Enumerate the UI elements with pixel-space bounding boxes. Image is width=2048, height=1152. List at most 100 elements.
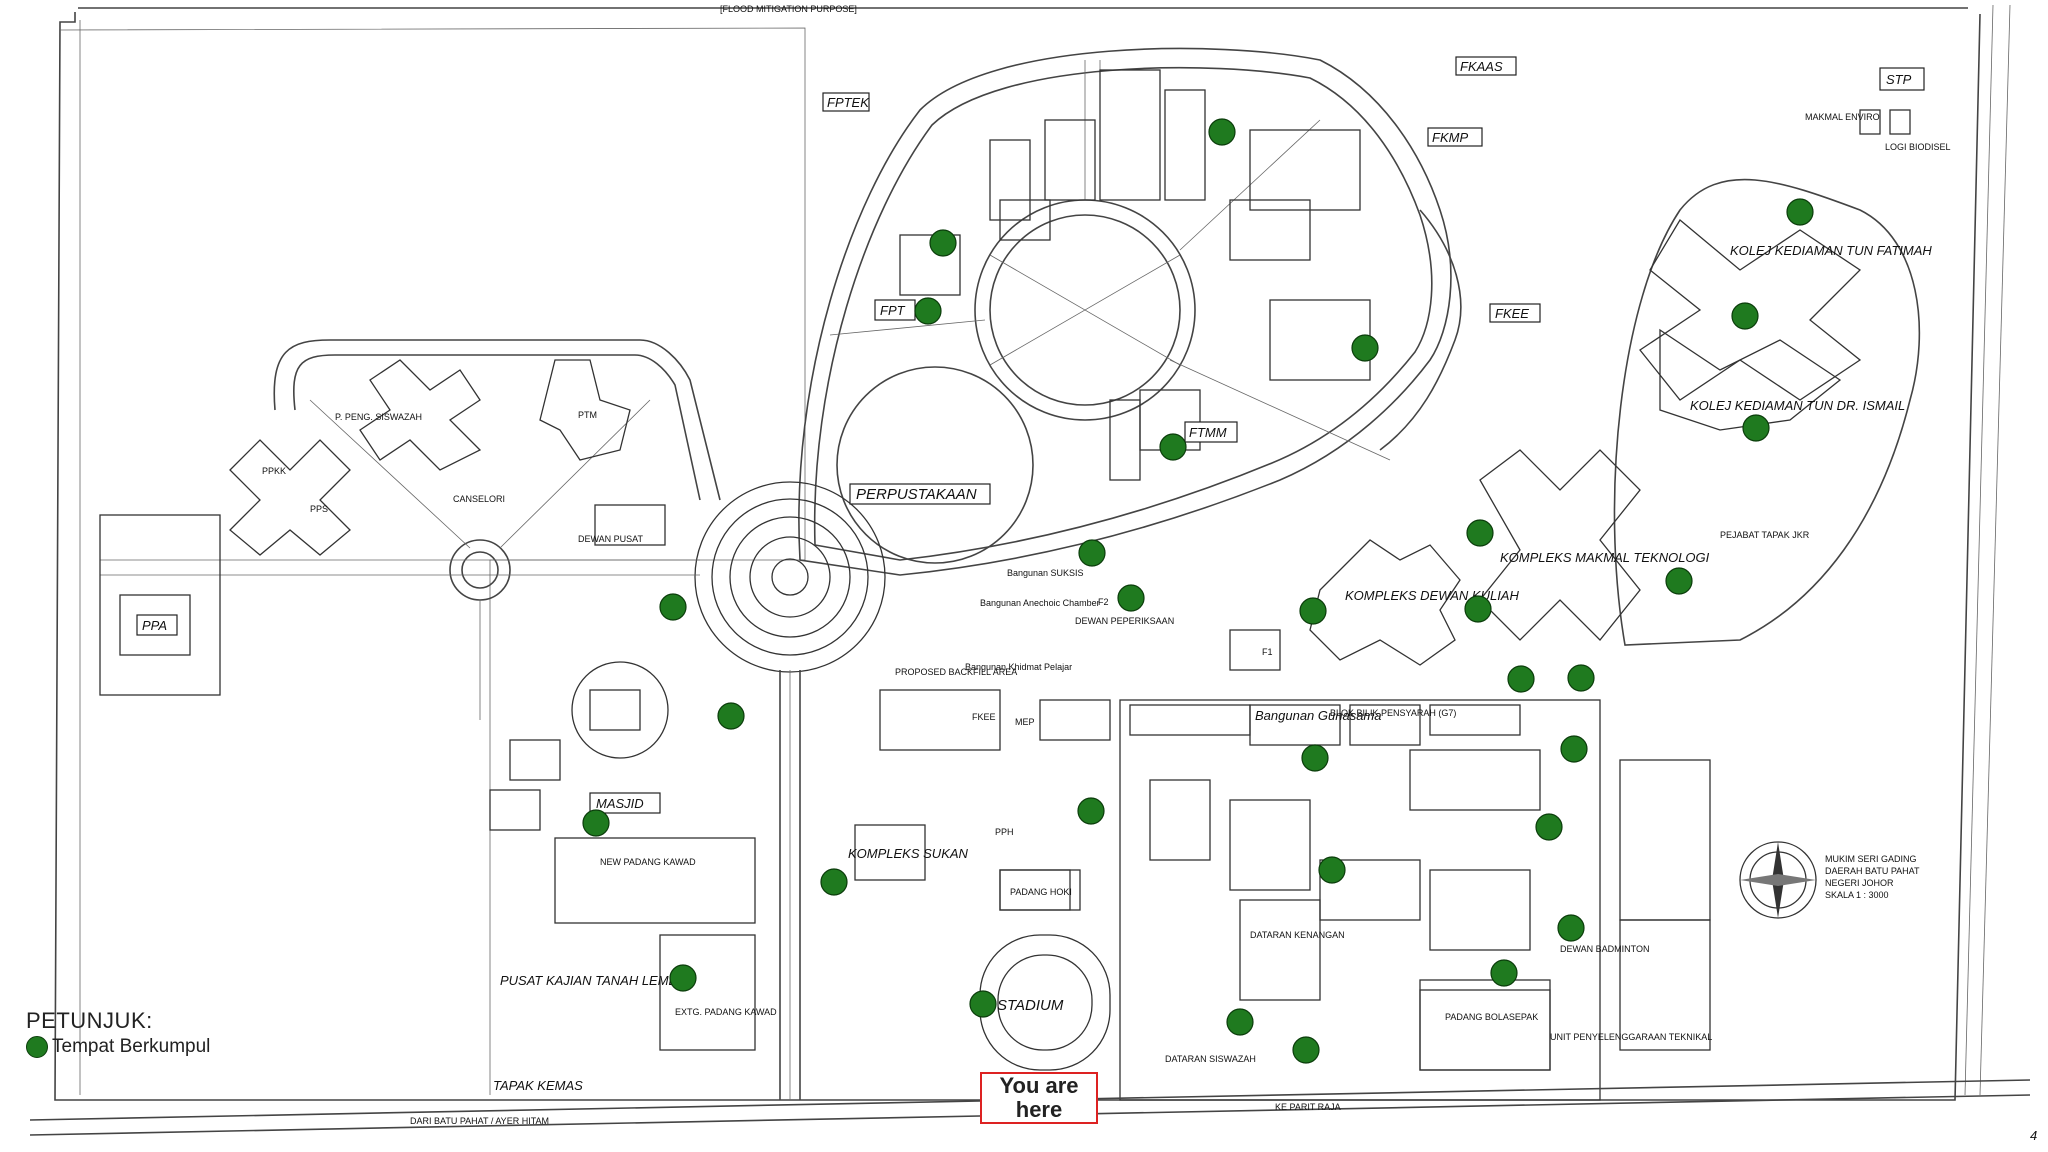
assembly-point-29	[969, 990, 997, 1018]
label-flood-note: [FLOOD MITIGATION PURPOSE]	[720, 4, 857, 14]
legend-title: PETUNJUK:	[26, 1008, 153, 1033]
label-padang-hoki: PADANG HOKI	[1010, 887, 1072, 897]
assembly-point-21	[1077, 797, 1105, 825]
label-padang-bola-sepak: PADANG BOLASEPAK	[1445, 1012, 1538, 1022]
assembly-point-6	[1731, 302, 1759, 330]
compass-icon	[1739, 841, 1817, 919]
assembly-point-15	[1567, 664, 1595, 692]
label-bangunan-anechoic: Bangunan Anechoic Chamber	[980, 598, 1100, 608]
legend: PETUNJUK: Tempat Berkumpul	[26, 1008, 210, 1058]
legend-item-label: Tempat Berkumpul	[52, 1036, 211, 1057]
label-pejabat-tapak: PEJABAT TAPAK JKR	[1720, 530, 1810, 540]
residential-colleges	[1613, 67, 1925, 646]
label-fkee-2: FKEE	[972, 712, 996, 722]
assembly-point-5	[1786, 198, 1814, 226]
admin-area-roads	[100, 339, 721, 720]
label-proposed-backfill: PROPOSED BACKFILL AREA	[895, 667, 1017, 677]
label-tapak-kemas: TAPAK KEMAS	[493, 1078, 583, 1093]
assembly-point-12	[1466, 519, 1494, 547]
label-mep: MEP	[1015, 717, 1035, 727]
label-dari-batu-pahat: DARI BATU PAHAT / AYER HITAM	[410, 1116, 549, 1126]
label-bangunan-khidmat: Bangunan Khidmat Pelajar	[965, 662, 1072, 672]
label-page-number: 4	[2030, 1128, 2037, 1143]
label-padang-kawad-exst: EXTG. PADANG KAWAD	[675, 1007, 777, 1017]
map-labels: [FLOOD MITIGATION PURPOSE] FPTEK FKAAS F…	[136, 4, 2037, 1143]
assembly-point-2	[929, 229, 957, 257]
assembly-point-18	[717, 702, 745, 730]
label-masjid: MASJID	[596, 796, 644, 811]
label-bangunan-gunasama: Bangunan Gunasama	[1255, 708, 1381, 723]
label-dataran-kenangan: DATARAN KENANGAN	[1250, 930, 1345, 940]
label-dewan-badminton: DEWAN BADMINTON	[1560, 944, 1650, 954]
label-makmal-enviro: MAKMAL ENVIRO	[1805, 112, 1880, 122]
main-boulevard	[779, 670, 801, 1100]
sports-facilities	[554, 824, 1551, 1071]
assembly-point-9	[1078, 539, 1106, 567]
assembly-point-26	[1557, 914, 1585, 942]
label-mukim-2: DAERAH BATU PAHAT	[1825, 866, 1920, 876]
site-boundary	[54, 4, 2011, 1101]
label-fpt: FPT	[880, 303, 906, 318]
label-dewan-peperiksaan: DEWAN PEPERIKSAAN	[1075, 616, 1174, 626]
assembly-point-10	[1117, 584, 1145, 612]
label-mukim-3: NEGERI JOHOR	[1825, 878, 1894, 888]
assembly-point-3	[914, 297, 942, 325]
label-mukim-4: SKALA 1 : 3000	[1825, 890, 1889, 900]
assembly-point-25	[1318, 856, 1346, 884]
assembly-point-8	[1159, 433, 1187, 461]
label-ppa: PPA	[142, 618, 167, 633]
label-dataran-siswazah: DATARAN SISWAZAH	[1165, 1054, 1256, 1064]
label-kolej-ismail: KOLEJ KEDIAMAN TUN DR. ISMAIL	[1690, 398, 1905, 413]
label-kompleks-sukan: KOMPLEKS SUKAN	[848, 846, 969, 861]
label-fkee: FKEE	[1495, 306, 1529, 321]
assembly-point-24	[820, 868, 848, 896]
assembly-point-20	[1560, 735, 1588, 763]
assembly-point-4	[1351, 334, 1379, 362]
academic-ring-road	[798, 47, 1462, 576]
label-ptm: PTM	[578, 410, 597, 420]
label-pph: PPH	[995, 827, 1014, 837]
label-kolej-fatimah: KOLEJ KEDIAMAN TUN FATIMAH	[1730, 243, 1932, 258]
label-stadium: STADIUM	[997, 997, 1064, 1014]
label-fptek: FPTEK	[827, 95, 870, 110]
masjid-building	[489, 661, 669, 831]
label-ke-parit-raja: KE PARIT RAJA	[1275, 1102, 1341, 1112]
label-fkmp: FKMP	[1432, 130, 1468, 145]
assembly-point-22	[582, 809, 610, 837]
label-mukim-1: MUKIM SERI GADING	[1825, 854, 1917, 864]
label-bangunan-suksis: Bangunan SUKSIS	[1007, 568, 1084, 578]
label-f1: F1	[1262, 647, 1273, 657]
label-p-peng-siswazah: P. PENG. SISWAZAH	[335, 412, 422, 422]
label-ppkk: PPKK	[262, 466, 286, 476]
assembly-point-31	[1292, 1036, 1320, 1064]
assembly-point-icon	[26, 1036, 48, 1058]
main-hall-radial	[694, 481, 886, 673]
label-canselori: CANSELORI	[453, 494, 505, 504]
label-unit-penyelenggaraan: UNIT PENYELENGGARAAN TEKNIKAL	[1550, 1032, 1712, 1042]
label-ftmm: FTMM	[1189, 425, 1227, 440]
label-pps: PPS	[310, 504, 328, 514]
admin-buildings	[99, 359, 666, 696]
label-f2: F2	[1098, 597, 1109, 607]
assembly-point-7	[1742, 414, 1770, 442]
legend-item: Tempat Berkumpul	[26, 1036, 210, 1058]
assembly-point-16	[1665, 567, 1693, 595]
label-perpustakaan: PERPUSTAKAAN	[856, 486, 977, 503]
label-kompleks-makmal-teknologi: KOMPLEKS MAKMAL TEKNOLOGI	[1500, 550, 1710, 565]
label-dewan-pusat: DEWAN PUSAT	[578, 534, 644, 544]
label-fkaas: FKAAS	[1460, 59, 1503, 74]
assembly-point-1	[1208, 118, 1236, 146]
assembly-point-23	[1535, 813, 1563, 841]
label-kompleks-dewan-kuliah: KOMPLEKS DEWAN KULIAH	[1345, 588, 1519, 603]
label-new-padang-kawad: NEW PADANG KAWAD	[600, 857, 696, 867]
perpustakaan-circle	[836, 366, 1034, 564]
assembly-points	[582, 118, 1814, 1064]
assembly-point-27	[1490, 959, 1518, 987]
assembly-point-17	[659, 593, 687, 621]
label-blok-bilik-pensyarah: BLOK BILIK PENSYARAH (G7)	[1330, 708, 1456, 718]
assembly-point-13	[1464, 595, 1492, 623]
label-stp: STP	[1886, 72, 1912, 87]
assembly-point-14	[1507, 665, 1535, 693]
assembly-point-11	[1299, 597, 1327, 625]
